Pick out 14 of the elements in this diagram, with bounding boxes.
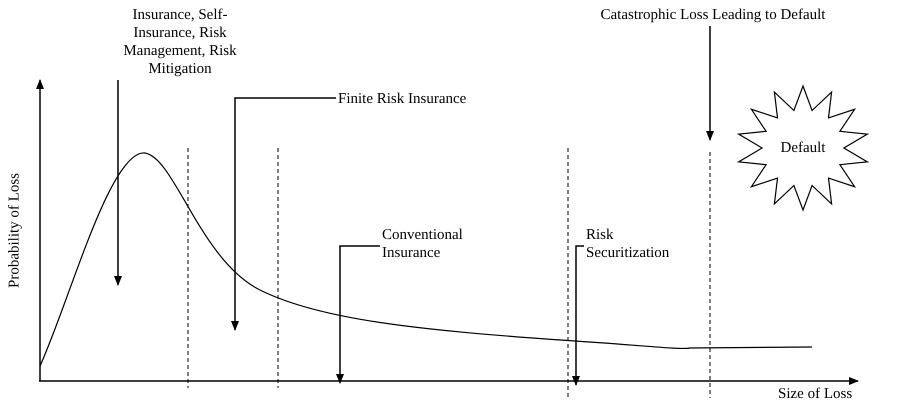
axis-label: Probability of Loss (6, 172, 24, 290)
leader-arrow (336, 245, 380, 384)
node-text: Default (780, 139, 826, 157)
callout-text: Catastrophic Loss Leading to Default (568, 6, 858, 24)
callout-text: Risk Securitization (586, 226, 686, 262)
starburst-shape (735, 84, 871, 212)
leader-arrow (114, 80, 122, 286)
callout-text: Conventional Insurance (382, 226, 492, 262)
callout-text: Insurance, Self-Insurance, Risk Management, Risk Mitigation (115, 6, 245, 78)
leader-arrow (706, 26, 714, 141)
leader-arrow (231, 97, 336, 331)
leader-arrow (572, 245, 584, 386)
callout-text: Finite Risk Insurance (338, 90, 498, 108)
axis-label: Size of Loss (778, 386, 852, 403)
